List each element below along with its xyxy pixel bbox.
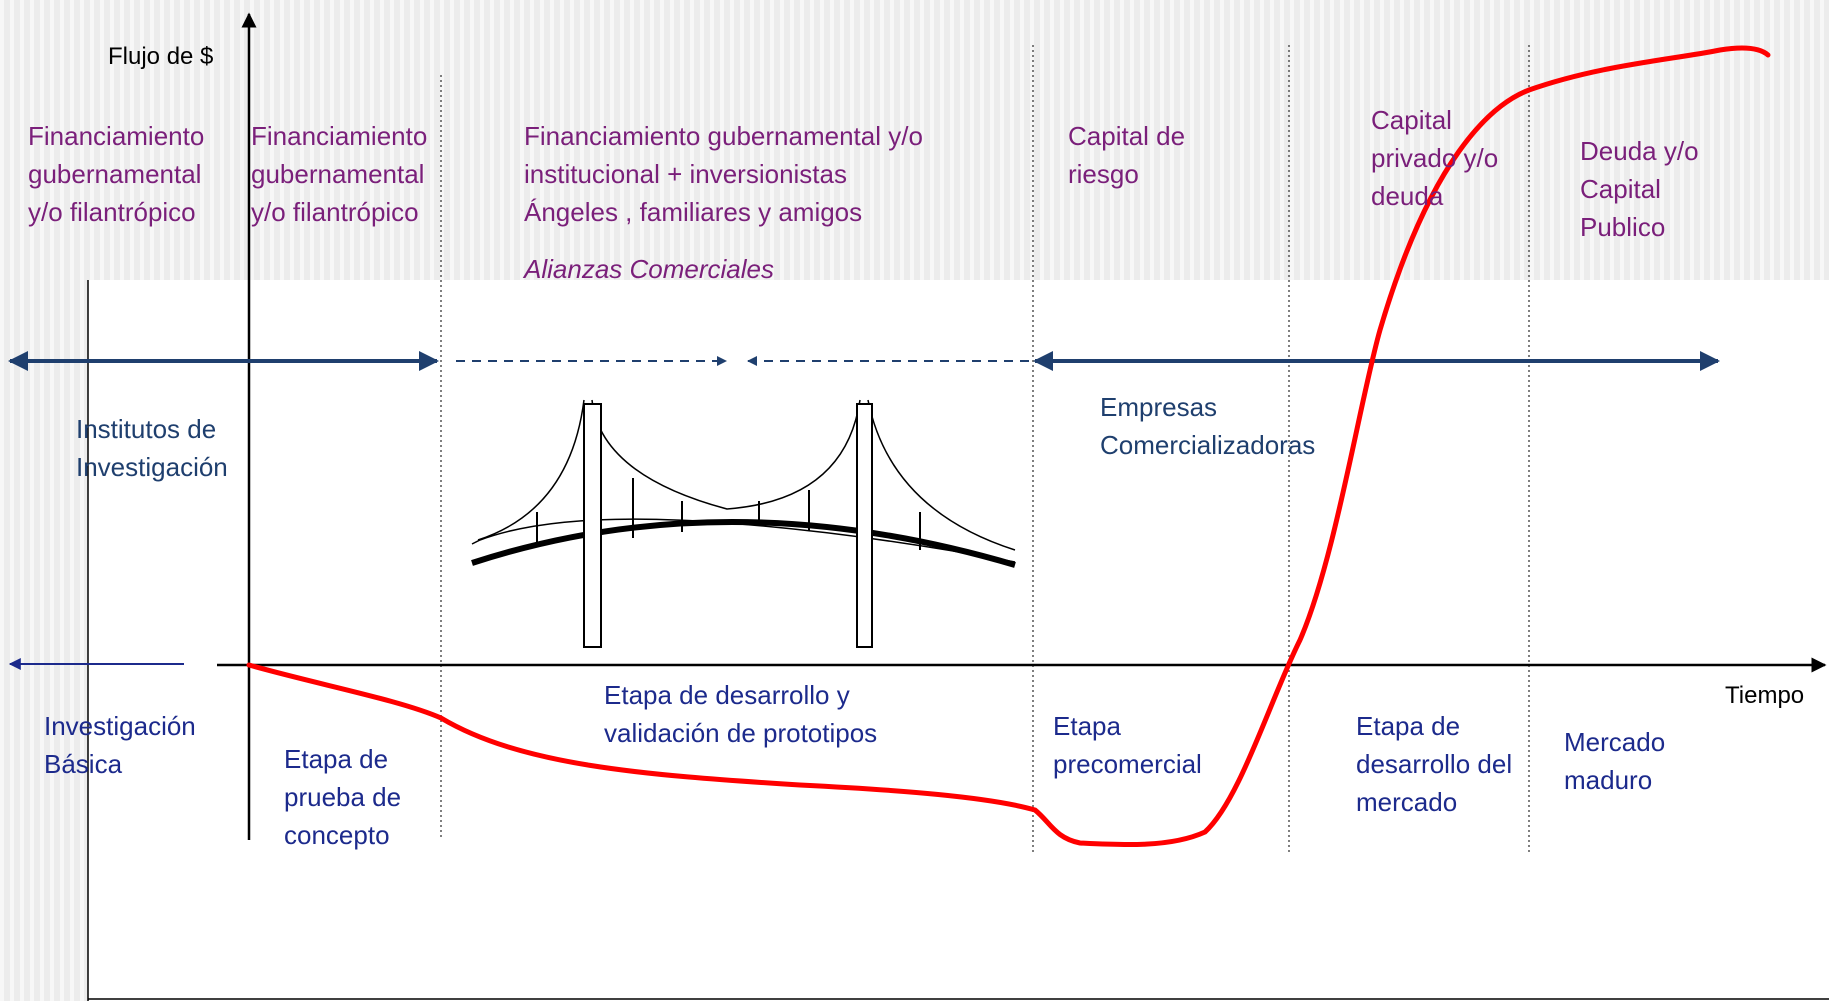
funding-label: Capital privado y/o deuda: [1371, 105, 1499, 211]
funding-label: Financiamiento gubernamental y/o filantr…: [28, 121, 205, 227]
stage-label: Investigación Básica: [44, 711, 196, 779]
stage-label: Etapa de desarrollo del mercado: [1356, 711, 1513, 817]
x-axis-label: Tiempo: [1725, 682, 1805, 709]
actor-label: Institutos de Investigación: [76, 414, 228, 482]
funding-label: Capital de riesgo: [1068, 121, 1186, 189]
funding-label: Deuda y/o Capital Publico: [1580, 136, 1699, 242]
content-panel: [88, 280, 1829, 1001]
stage-label: Mercado maduro: [1564, 727, 1666, 795]
header-band: [0, 0, 1829, 280]
funding-label: Financiamiento gubernamental y/o institu…: [524, 121, 923, 227]
stage-label: Etapa de prueba de concepto: [284, 744, 402, 850]
funding-label: Financiamiento gubernamental y/o filantr…: [251, 121, 428, 227]
stage-label: Etapa precomercial: [1053, 711, 1202, 779]
left-margin-band: [0, 280, 88, 1001]
actor-label: Empresas Comercializadoras: [1100, 392, 1316, 460]
alliances-label: Alianzas Comerciales: [524, 254, 774, 284]
y-axis-label: Flujo de $: [108, 43, 214, 70]
stage-label: Etapa de desarrollo y validación de prot…: [604, 680, 878, 748]
cash-flow-curve: [246, 45, 1771, 848]
bridge-illustration: [471, 399, 1016, 648]
